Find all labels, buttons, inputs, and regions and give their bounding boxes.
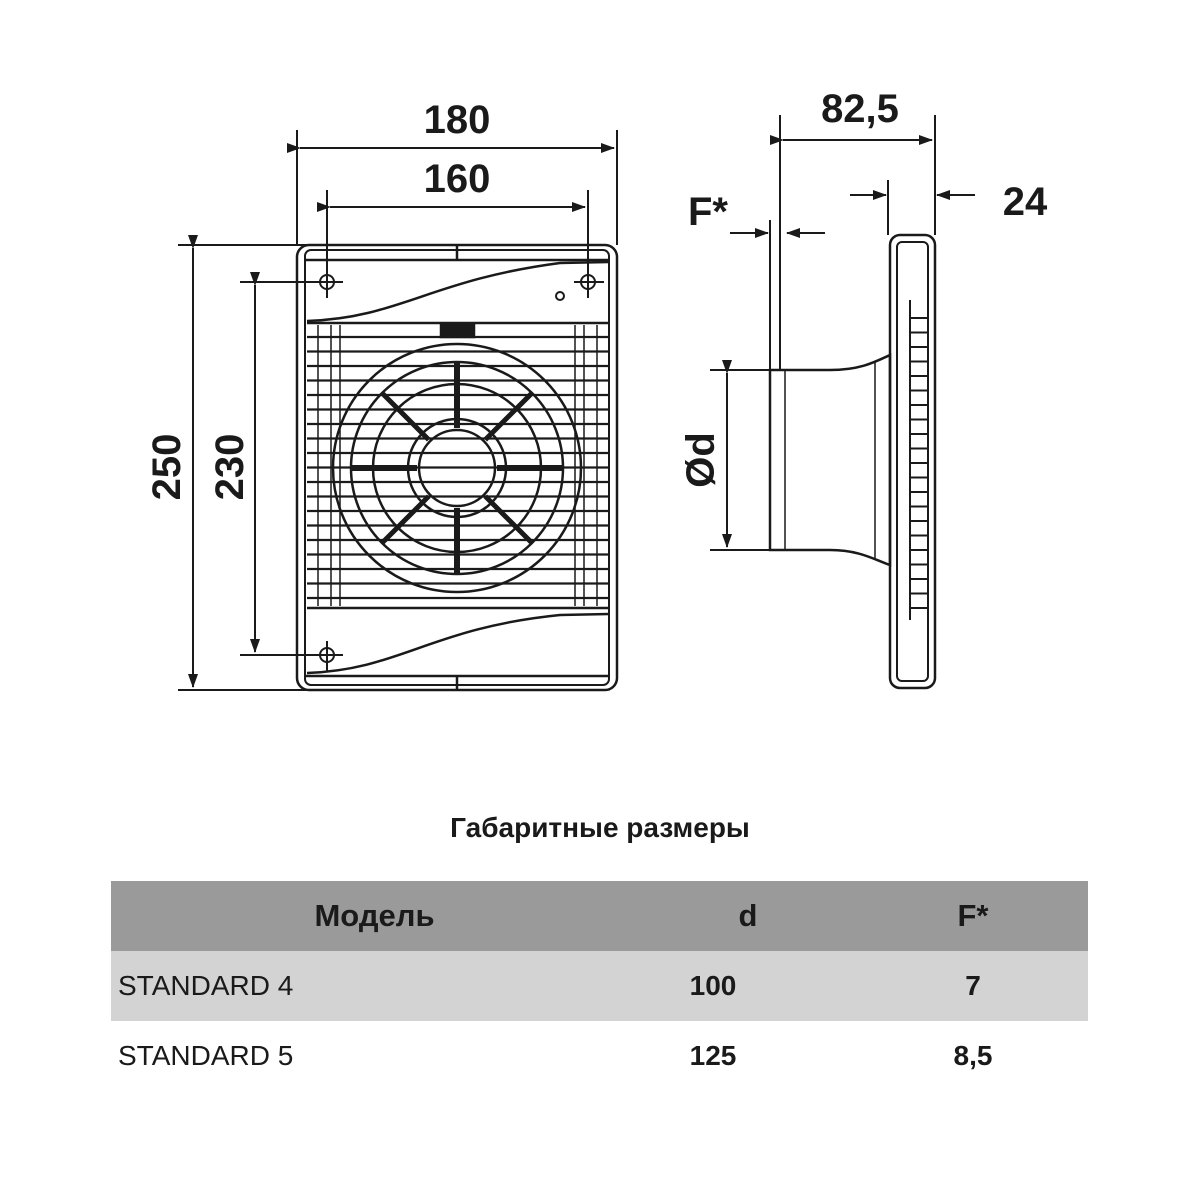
cell-d: 100	[638, 951, 858, 1021]
impeller-spoke	[483, 494, 534, 545]
header-f: F*	[858, 881, 1088, 951]
table-title: Габаритные размеры	[450, 812, 750, 843]
dim-height-outer: 250	[145, 434, 189, 501]
cell-d: 125	[638, 1021, 858, 1091]
dim-gap-f: F*	[688, 190, 728, 234]
dim-height-holes: 230	[208, 434, 252, 501]
dim-diameter: Ød	[679, 432, 723, 488]
impeller-spoke	[380, 391, 431, 442]
dim-plate-thickness: 24	[1003, 180, 1048, 224]
front-view	[295, 243, 619, 692]
table-row: STANDARD 4 100 7	[111, 951, 1088, 1021]
dimension-lines	[178, 115, 975, 691]
header-model: Модель	[111, 881, 638, 951]
side-view	[768, 233, 937, 690]
cell-f: 8,5	[858, 1021, 1088, 1091]
header-d: d	[638, 881, 858, 951]
grille-tab	[439, 323, 476, 339]
impeller-spoke	[380, 494, 431, 545]
impeller-spoke	[483, 391, 534, 442]
cell-model: STANDARD 5	[111, 1021, 638, 1091]
dim-width-holes: 160	[424, 157, 491, 201]
cell-model: STANDARD 4	[111, 951, 638, 1021]
dimensions-table: Модель d F* STANDARD 4 100 7 STANDARD 5 …	[111, 881, 1088, 1091]
dim-depth: 82,5	[821, 87, 899, 131]
impeller	[331, 342, 583, 594]
table-row: STANDARD 5 125 8,5	[111, 1021, 1088, 1091]
table-header-row: Модель d F*	[111, 881, 1088, 951]
fan-technical-drawing: 180 160 250 230 82,5 24 F* Ød	[145, 87, 1048, 692]
cell-f: 7	[858, 951, 1088, 1021]
dim-width-outer: 180	[424, 98, 491, 142]
